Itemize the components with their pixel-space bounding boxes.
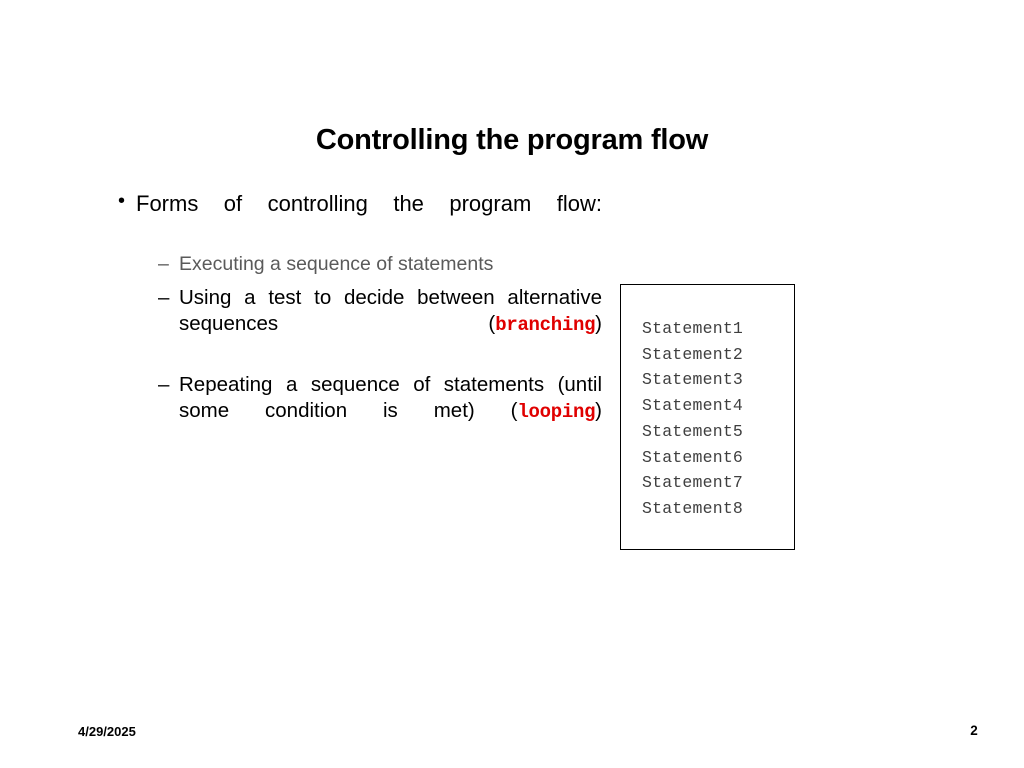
sub-bullet-item-executing: –Executing a sequence of statements	[158, 252, 602, 277]
statement-line: Statement2	[642, 344, 744, 364]
bullet-item-level1-text: Forms of controlling the program flow:	[136, 191, 602, 216]
sub-bullet-item-branching-text-after: )	[595, 312, 602, 336]
dash-icon: –	[158, 372, 170, 396]
sub-bullet-item-looping: –Repeating a sequence of statements (unt…	[158, 372, 602, 452]
statement-line: Statement1	[642, 319, 744, 338]
sub-bullet-item-looping-text-after: )	[595, 399, 602, 423]
statement-line: Statement4	[642, 396, 744, 416]
sub-bullet-item-branching: –Using a test to decide between alternat…	[158, 285, 602, 365]
statement-list: Statement1 Statement2 Statement3 Stateme…	[642, 316, 743, 522]
dash-icon: –	[158, 285, 170, 309]
footer-page-number: 2	[970, 723, 978, 738]
sub-bullet-list: –Executing a sequence of statements –Usi…	[116, 252, 602, 451]
bullet-item-level1: • Forms of controlling the program flow:	[116, 190, 602, 246]
bullet-dot-icon: •	[118, 190, 126, 212]
statement-line: Statement6	[642, 447, 744, 467]
sub-bullet-item-executing-text: Executing a sequence of statements	[179, 253, 494, 276]
sub-bullet-item-looping-text: Repeating a sequence of statements (unti…	[179, 372, 602, 423]
statement-sequence-box: Statement1 Statement2 Statement3 Stateme…	[620, 284, 795, 550]
statement-line: Statement5	[642, 421, 744, 441]
statement-line: Statement8	[642, 498, 744, 518]
statement-line: Statement3	[642, 370, 744, 390]
dash-icon: –	[158, 253, 169, 276]
statement-line: Statement7	[642, 473, 744, 493]
keyword-branching: branching	[495, 314, 596, 337]
sub-bullet-item-branching-text: Using a test to decide between alternati…	[179, 285, 602, 336]
content-body: •Forms of controlling the program flow: …	[116, 190, 602, 459]
footer-date: 4/29/2025	[78, 724, 136, 739]
keyword-looping: looping	[517, 401, 596, 424]
page-title: Controlling the program flow	[315, 124, 709, 156]
